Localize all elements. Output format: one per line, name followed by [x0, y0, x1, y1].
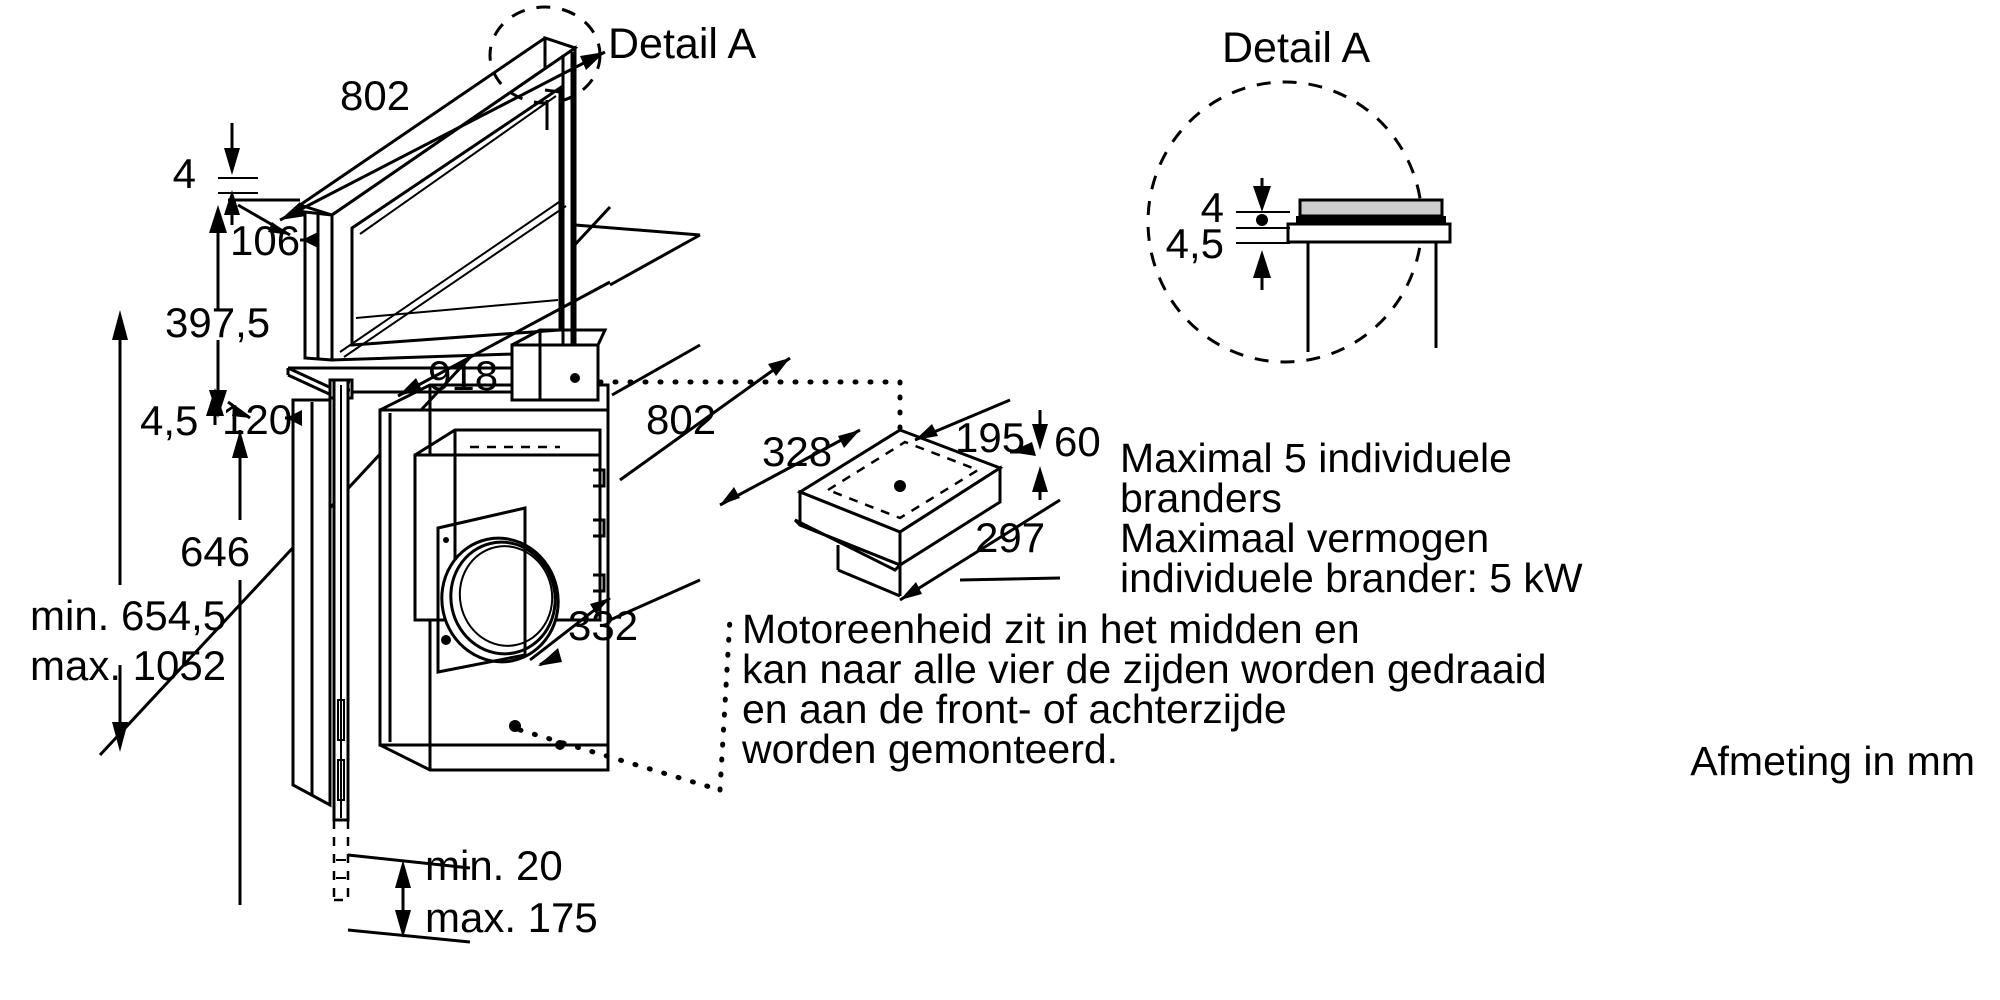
detail-dim-4: 4 — [1201, 178, 1290, 231]
dim-297: 297 — [899, 498, 1061, 602]
dim-332-label: 332 — [568, 602, 638, 649]
detail-a-magnified: Detail A 4 — [1146, 24, 1452, 364]
motor-unit-assembly: 328 195 60 — [597, 379, 1101, 602]
note-motor-line2: kan naar alle vier de zijden worden gedr… — [742, 646, 1547, 692]
detail-a-left-title: Detail A — [608, 20, 757, 68]
dim-646: 646 — [180, 430, 250, 905]
main-isometric-assembly: 918 802 4 — [30, 5, 791, 944]
dim-802-duct-label: 802 — [646, 396, 716, 443]
dim-total-height: min. 654,5 max. 1052 — [30, 310, 226, 752]
unit-note: Afmeting in mm — [1690, 738, 1975, 784]
dim-918-label: 918 — [428, 352, 498, 399]
dim-120-label: 120 — [222, 396, 292, 443]
dim-total-max-label: max. 1052 — [30, 642, 226, 689]
dim-802-duct: 802 — [619, 356, 791, 482]
dim-195-label: 195 — [955, 414, 1025, 461]
dim-4-5-label: 4,5 — [140, 397, 198, 444]
note-motor-line4: worden gemonteerd. — [741, 726, 1118, 772]
lower-housing-body — [291, 328, 610, 902]
dim-4-label: 4 — [173, 150, 196, 197]
dim-4-thickness: 4 — [173, 123, 258, 225]
detail-dim-4-5-label: 4,5 — [1166, 220, 1224, 267]
dim-106: 106 — [230, 203, 318, 264]
note-power-line1: Maximaal vermogen — [1120, 515, 1489, 561]
dim-328: 328 — [719, 428, 861, 507]
detail-dim-4-5: 4,5 — [1166, 220, 1290, 290]
dim-4-5: 4,5 — [140, 397, 251, 444]
dim-802-top: 802 — [279, 50, 606, 222]
dim-397-5: 397,5 — [165, 205, 270, 418]
dim-total-min-label: min. 654,5 — [30, 592, 226, 639]
dim-floor-max-label: max. 175 — [425, 894, 598, 941]
dim-195: 195 — [914, 398, 1036, 461]
notes-motor: Motoreenheid zit in het midden en kan na… — [741, 606, 1547, 772]
dim-60: 60 — [1032, 410, 1101, 500]
detail-a-right-title: Detail A — [1222, 24, 1371, 72]
motor-note-leader — [517, 615, 733, 793]
dim-120: 120 — [206, 388, 302, 443]
note-motor-line1: Motoreenheid zit in het midden en — [742, 606, 1360, 652]
note-motor-line3: en aan de front- of achterzijde — [742, 686, 1287, 732]
note-burners-line2: branders — [1120, 475, 1282, 521]
detail-dim-4-label: 4 — [1201, 184, 1224, 231]
detail-a-callout-circle: Detail A — [488, 5, 757, 105]
dim-646-label: 646 — [180, 528, 250, 575]
note-power-line2: individuele brander: 5 kW — [1120, 555, 1583, 601]
dim-332: 332 — [529, 596, 638, 667]
notes-burners: Maximal 5 individuele branders Maximaal … — [1120, 435, 1583, 601]
leader-lines-main — [574, 223, 701, 622]
dim-floor-min-label: min. 20 — [425, 842, 563, 889]
dim-60-label: 60 — [1054, 418, 1101, 465]
dim-397-5-label: 397,5 — [165, 299, 270, 346]
dim-297-label: 297 — [975, 514, 1045, 561]
note-burners-line1: Maximal 5 individuele — [1120, 435, 1512, 481]
dim-floor-gap: min. 20 max. 175 — [347, 842, 598, 944]
dim-802-top-label: 802 — [340, 72, 410, 119]
dim-918: 918 — [397, 280, 611, 399]
dim-106-label: 106 — [230, 217, 300, 264]
retractable-glass-panel — [296, 35, 579, 362]
dim-328-label: 328 — [762, 428, 832, 475]
